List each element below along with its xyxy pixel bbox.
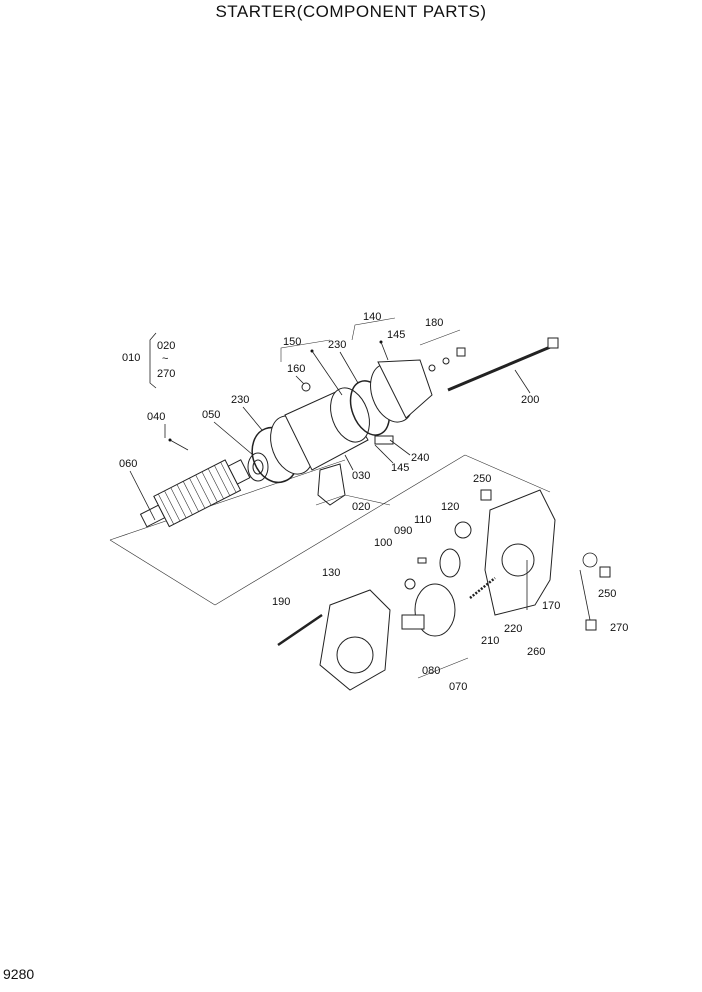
callout-110: 110 (414, 514, 432, 526)
callout-050: 050 (202, 409, 220, 421)
nut-250-top (480, 489, 492, 501)
callout-120: 120 (441, 501, 459, 513)
callout-220: 220 (504, 623, 522, 635)
through-bolt-200 (447, 337, 559, 392)
callout-170: 170 (542, 600, 560, 612)
callout-210: 210 (481, 635, 499, 647)
screw-160 (301, 382, 311, 392)
callout-190: 190 (272, 596, 290, 608)
callout-230-top: 230 (328, 339, 346, 351)
gear-110 (439, 548, 461, 578)
callout-270-range: 270 (157, 368, 175, 380)
page-number: 9280 (3, 966, 35, 982)
callout-140: 140 (363, 311, 381, 323)
callout-040: 040 (147, 411, 165, 423)
callout-145-mid: 145 (391, 462, 409, 474)
nut-250-right (599, 566, 611, 578)
callout-230-left: 230 (231, 394, 249, 406)
callout-160: 160 (287, 363, 305, 375)
callout-145-top: 145 (387, 329, 405, 341)
callout-240: 240 (411, 452, 429, 464)
callout-060: 060 (119, 458, 137, 470)
brush-240 (374, 435, 394, 445)
callout-260: 260 (527, 646, 545, 658)
gear-120 (454, 521, 472, 539)
callout-250-right: 250 (598, 588, 616, 600)
callout-090: 090 (394, 525, 412, 537)
callout-270-right: 270 (610, 622, 628, 634)
pinion-080 (401, 583, 456, 637)
page-title: STARTER(COMPONENT PARTS) (215, 2, 487, 21)
rear-cover-140 (370, 359, 433, 423)
callout-200: 200 (521, 394, 539, 406)
yoke-housing (270, 387, 370, 506)
callout-180: 180 (425, 317, 443, 329)
range-tilde: ~ (162, 353, 168, 365)
armature (109, 438, 346, 606)
callout-020-range: 020 (157, 340, 175, 352)
group-010-bracket: 010 020 ~ 270 (122, 332, 175, 389)
callout-020-mid: 020 (352, 501, 370, 513)
callout-010: 010 (122, 352, 140, 364)
callout-130: 130 (322, 567, 340, 579)
callout-150: 150 (283, 336, 301, 348)
callout-250-top: 250 (473, 473, 491, 485)
callout-080: 080 (422, 665, 440, 677)
bracket-170 (484, 489, 556, 616)
callout-030: 030 (352, 470, 370, 482)
callout-100: 100 (374, 537, 392, 549)
callout-070: 070 (449, 681, 467, 693)
drive-housing-130 (319, 589, 391, 691)
